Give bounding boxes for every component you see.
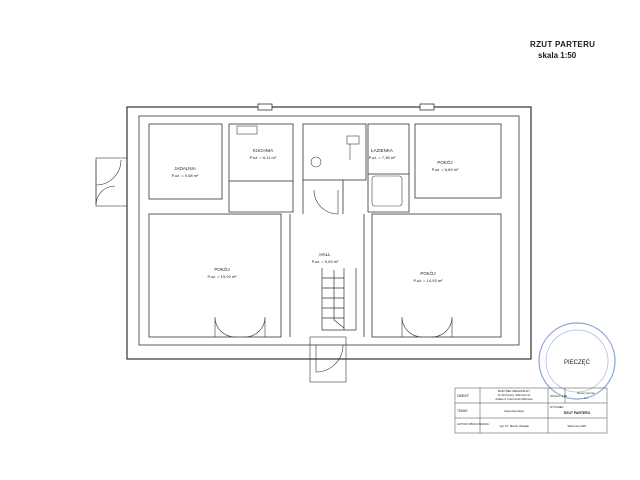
tb-row2-label: TEMAT: — [457, 409, 468, 413]
bathroom-fixtures — [236, 125, 403, 207]
tb-row2-sheet-value: RZUT PARTERU — [564, 411, 591, 415]
room-area-jadalnia: P.uż. = 9,08 m² — [172, 173, 199, 178]
room-name-hall: HALL — [319, 252, 331, 257]
room-name-pokoj-left: POKÓJ — [214, 266, 229, 272]
room-name-lazienka: ŁAZIENKA — [371, 148, 393, 153]
room-area-lazienka: P.uż. = 7,38 m² — [369, 155, 396, 160]
room-area-hall: P.uż. = 9,09 m² — [312, 259, 339, 264]
tb-row1-extra1: Numer rysunku: — [577, 391, 596, 395]
tb-row1-label: OBIEKT: — [457, 394, 469, 398]
tb-row3-date: Wilimowo 2021 — [568, 424, 587, 428]
stamp-text: PIECZĘĆ — [564, 359, 591, 366]
tb-row2-sheet-label: RYSUNEK: — [550, 405, 564, 409]
staircase — [321, 268, 357, 331]
title-block-text: OBIEKT: BUDYNEK MIESZKALNY 11-001 Dywity… — [457, 389, 595, 428]
tb-row3-label: AUTOR OPRACOWANIA: — [457, 422, 490, 426]
room-area-pokoj-right: P.uż. = 14,93 m² — [414, 278, 444, 283]
tb-row3-value: mgr inż. Marcin Wołejak — [499, 424, 529, 428]
room-area-kuchnia: P.uż. = 6,11 m² — [250, 155, 277, 160]
room-name-pokoj-right: POKÓJ — [420, 270, 435, 276]
doors — [95, 157, 453, 383]
title-block — [454, 387, 608, 434]
chimneys — [257, 103, 435, 111]
room-area-pokoj-small: P.uż. = 6,69 m² — [432, 167, 459, 172]
tb-row1-line2: 11-001 Dywity, Wilimowo 14 — [498, 393, 531, 397]
drawing-scale: skala 1:50 — [538, 51, 577, 60]
room-name-jadalnia: JADALNIA — [174, 166, 196, 171]
room-name-pokoj-small: POKÓJ — [437, 159, 452, 165]
outer-walls — [126, 106, 532, 360]
interior-walls — [148, 123, 502, 338]
tb-row1-extra2: A-1 — [584, 396, 589, 400]
room-area-pokoj-left: P.uż. = 19,09 m² — [208, 274, 238, 279]
tb-row1-line3: działka nr 112/3 obręb Wilimowo — [495, 397, 533, 401]
tb-row1-scale: SKALA: 1:50 — [550, 394, 568, 398]
room-labels: JADALNIA P.uż. = 9,08 m² KUCHNIA P.uż. =… — [172, 148, 459, 283]
stamp: PIECZĘĆ — [538, 322, 616, 400]
tb-row1-line1: BUDYNEK MIESZKALNY — [498, 389, 530, 393]
tb-row2-value: Inwentaryzacja — [504, 409, 524, 413]
room-name-kuchnia: KUCHNIA — [253, 148, 273, 153]
drawing-title: RZUT PARTERU — [530, 40, 596, 49]
